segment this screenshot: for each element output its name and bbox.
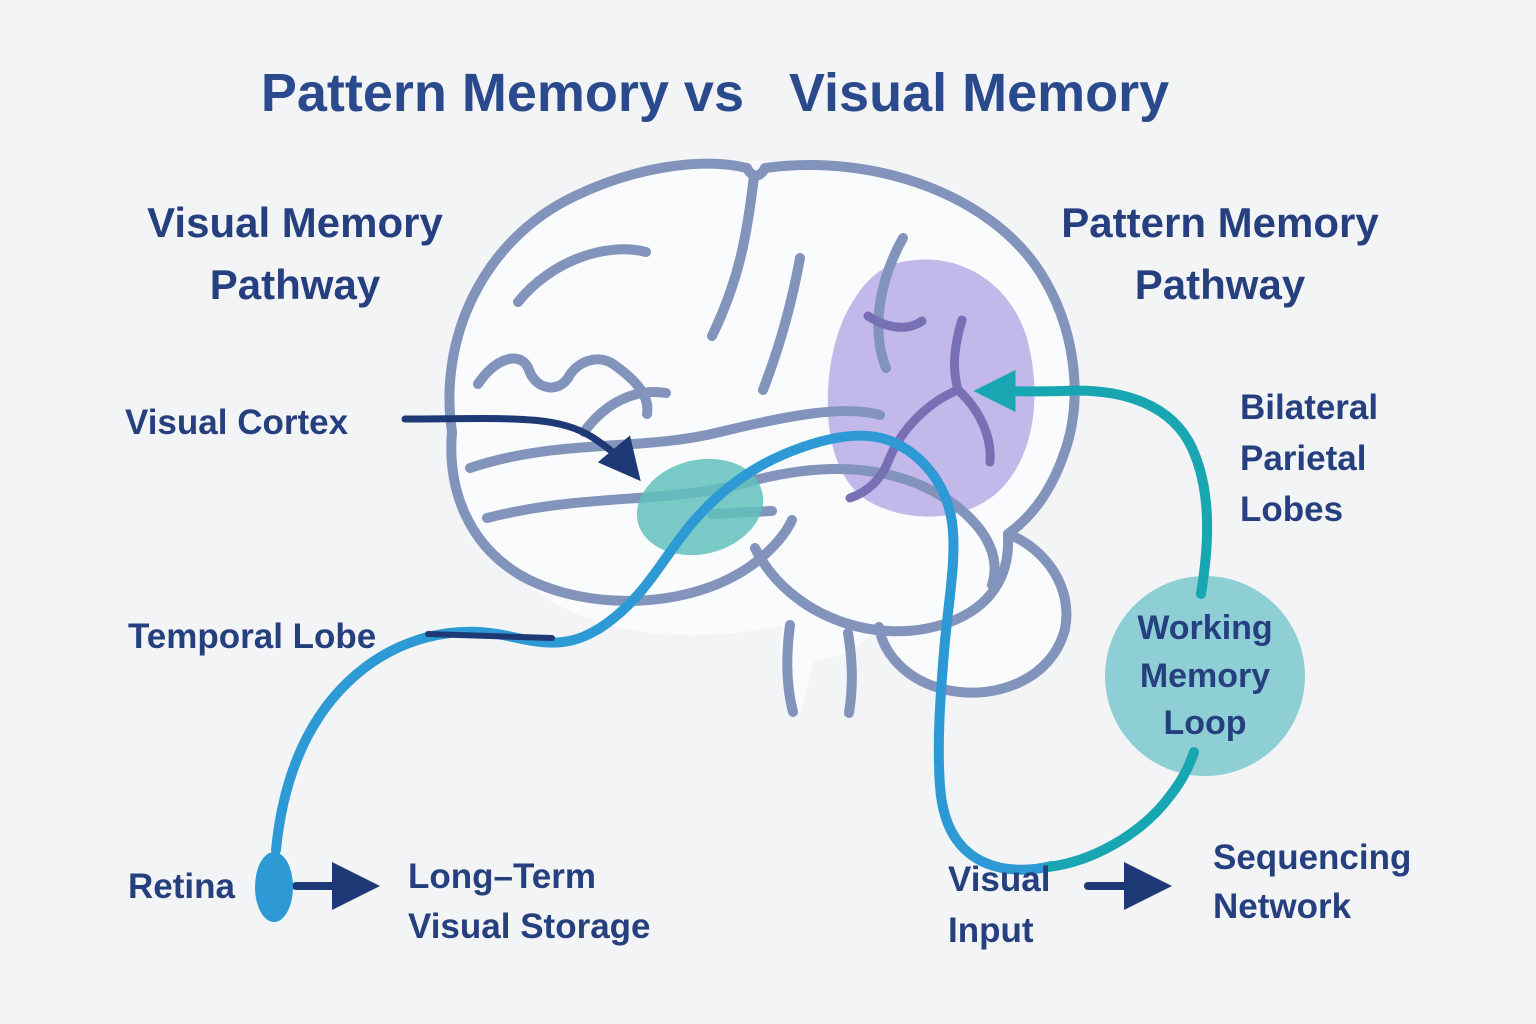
label-line: Visual [948,860,1051,899]
temporal-lobe-leader-line [425,631,555,641]
label-line: Visual Storage [408,906,651,946]
bilateral-parietal-lobes-label: Bilateral Parietal Lobes [1240,383,1378,535]
label-line: Lobes [1240,489,1344,529]
label-line: Sequencing [1213,838,1412,877]
pattern-pathway-curve-bottom [1043,747,1199,872]
pattern-memory-pathway-heading: Pattern Memory Pathway [1015,192,1425,316]
label-line: Working [1137,609,1273,647]
label-line: Bilateral [1240,388,1379,427]
pattern-pathway-curve-top [973,370,1213,599]
brain-outline [444,158,1080,718]
heading-line: Pathway [209,261,381,309]
visual-input-label: Visual Input [948,855,1050,957]
label-line: Memory [1139,656,1271,695]
visual-cortex-arrow [401,415,641,482]
temporal-lobe-label: Temporal Lobe [128,617,377,656]
label-line: Long–Term [408,857,596,896]
visual-cortex-label: Visual Cortex [125,403,349,442]
working-memory-loop-label: Working Memory Loop [1105,605,1305,748]
label-line: Loop [1163,704,1247,743]
label-line: Parietal [1240,438,1367,478]
parietal-branch-lines [845,311,995,503]
sequencing-network-label: Sequencing Network [1213,833,1411,931]
label-line: Network [1213,887,1352,926]
heading-line: Visual Memory [147,199,443,246]
retina-label: Retina [128,867,235,906]
heading-line: Pattern Memory [1061,199,1379,246]
heading-line: Pathway [1134,261,1306,309]
label-line: Input [948,910,1034,950]
visual-memory-pathway-heading: Visual Memory Pathway [85,192,505,316]
long-term-visual-storage-label: Long–Term Visual Storage [408,852,651,951]
working-memory-loop-circle [1105,576,1305,776]
page-title: Pattern Memory vs Visual Memory [260,63,1170,123]
retina-dot [255,852,293,922]
